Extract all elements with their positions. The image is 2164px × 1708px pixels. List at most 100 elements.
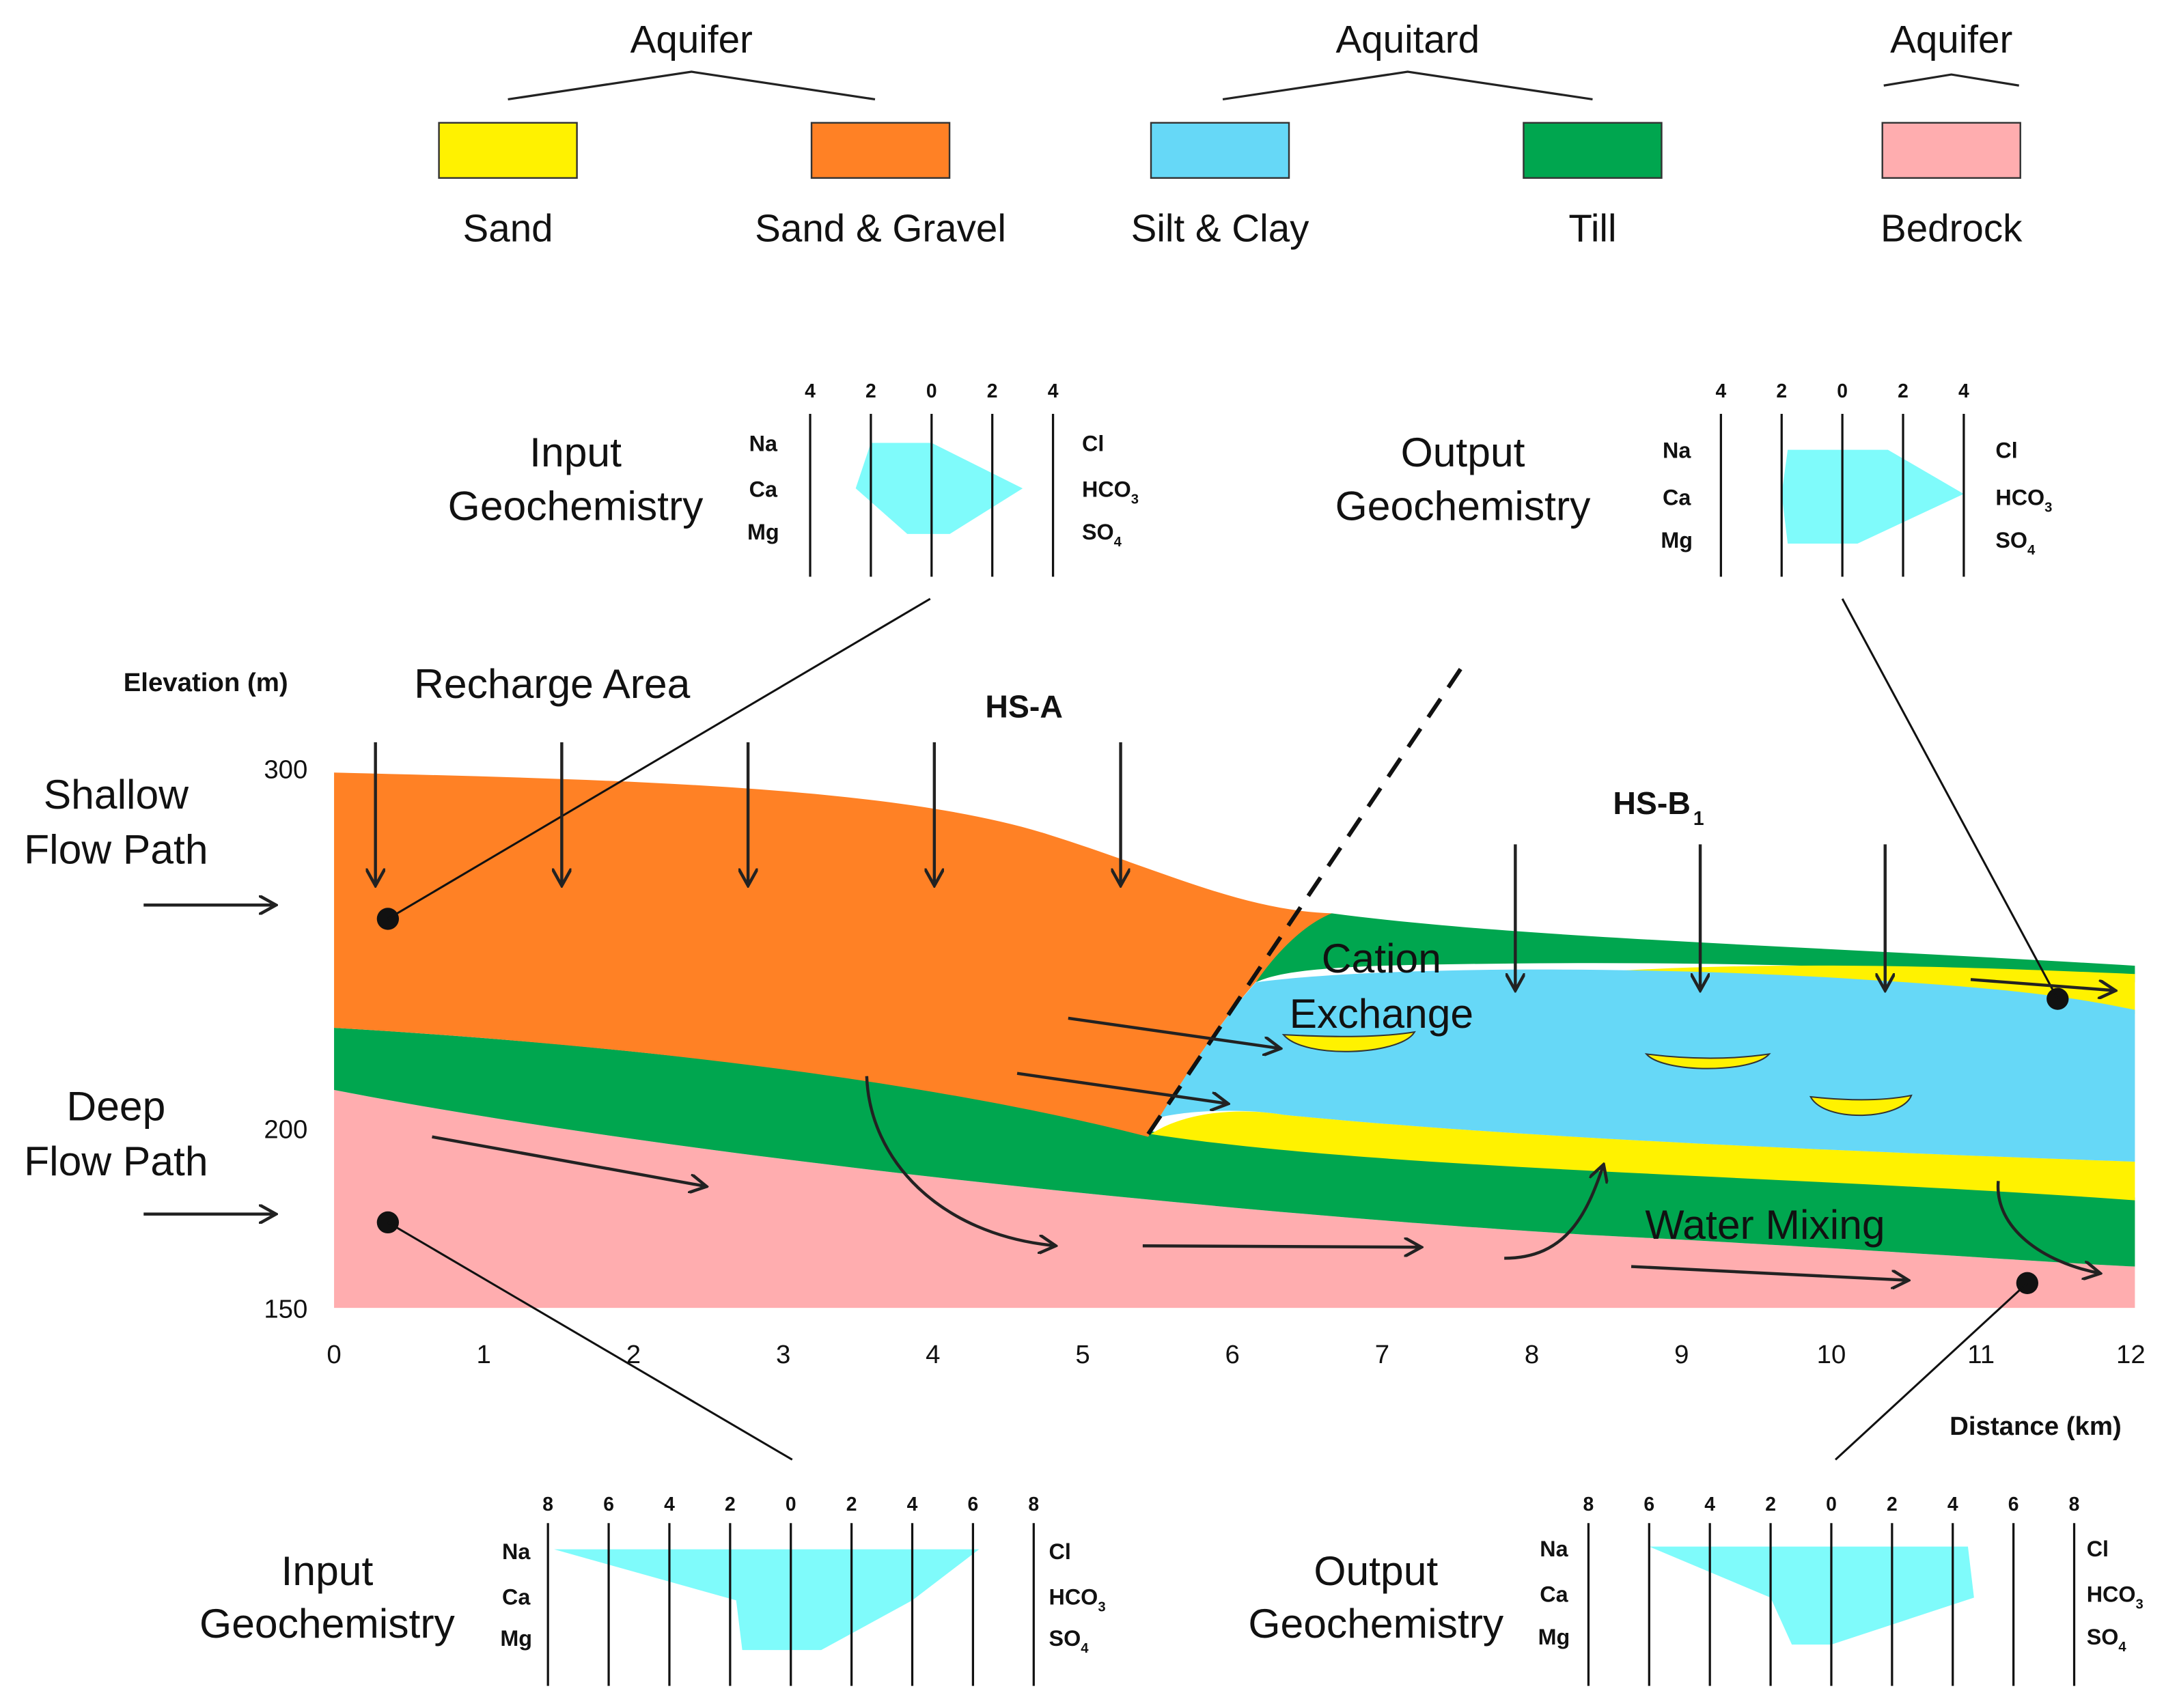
x-tick-label: 11: [1967, 1340, 1995, 1369]
legend-swatch-sand: [438, 122, 578, 179]
ion-label-right: SO4: [1995, 528, 2036, 558]
connector-deep-input: [387, 1221, 793, 1461]
fault-dashed-line: [1146, 658, 1469, 1136]
ion-label-na: Na: [1663, 438, 1691, 463]
curved-flow-arrow: [1996, 1181, 2100, 1273]
ion-label-ca: Ca: [1663, 485, 1691, 509]
stiff-tick-label: 2: [725, 1493, 736, 1515]
legend-group-aquifer-bedrock: Aquifer: [1890, 18, 2012, 61]
connector-shallow-input: [387, 598, 931, 920]
x-tick-label: 4: [926, 1340, 940, 1369]
distance-axis-label: Distance (km): [1950, 1412, 2122, 1441]
ion-label-mg: Mg: [1661, 528, 1693, 552]
stiff-tick-label: 4: [907, 1493, 918, 1515]
stiff-tick-label: 6: [1643, 1493, 1654, 1515]
curved-flow-arrow: [865, 1076, 1056, 1246]
y-tick-150: 150: [264, 1294, 307, 1324]
ion-label-na: Na: [502, 1539, 531, 1564]
legend-label-bedrock: Bedrock: [1881, 207, 2023, 250]
ion-label-right: HCO3: [1995, 485, 2052, 515]
connector-deep-output: [1834, 1282, 2028, 1461]
stiff-tick-label: 4: [805, 380, 816, 402]
stiff-tick-label: 2: [1898, 380, 1909, 402]
ion-label-right: HCO3: [2087, 1582, 2144, 1612]
layer-till-lower: [334, 1028, 2135, 1267]
stiff-title: Input: [529, 429, 622, 475]
flow-arrow: [1016, 1072, 1228, 1104]
ion-label-na: Na: [749, 432, 778, 456]
layer-bedrock: [334, 1089, 2135, 1308]
legend-swatch-bedrock: [1881, 122, 2021, 179]
ion-label-right: SO4: [1082, 520, 1122, 550]
x-tick-label: 10: [1817, 1340, 1846, 1369]
stiff-tick-label: 8: [542, 1493, 553, 1515]
stiff-polygon: [554, 1549, 980, 1651]
x-tick-label: 2: [626, 1340, 641, 1369]
hs-b-subscript: 1: [1693, 807, 1704, 829]
stiff-title: Input: [281, 1548, 374, 1594]
stiff-tick-label: 4: [1958, 380, 1969, 402]
stiff-tick-label: 2: [1765, 1493, 1776, 1515]
ion-label-right: HCO3: [1049, 1584, 1106, 1614]
stiff-title: Output: [1401, 429, 1525, 475]
flow-arrow: [1068, 1016, 1281, 1048]
ion-label-right: HCO3: [1082, 477, 1139, 507]
legend-bracket-aquitard: [1222, 70, 1593, 101]
ion-label-right: SO4: [2087, 1625, 2127, 1655]
legend-label-sand-gravel: Sand & Gravel: [755, 207, 1006, 250]
x-tick-label: 6: [1225, 1340, 1240, 1369]
flow-arrow: [1970, 978, 2116, 990]
stiff-tick-label: 8: [1583, 1493, 1594, 1515]
legend-group-aquifer: Aquifer: [630, 18, 753, 61]
stiff-tick-label: 2: [865, 380, 876, 402]
hs-a-label: HS-A: [985, 689, 1063, 725]
ion-label-mg: Mg: [1538, 1625, 1570, 1649]
legend-bracket-aquifer: [508, 70, 876, 101]
flow-arrow: [432, 1135, 706, 1187]
stiff-title: Geochemistry: [1335, 483, 1591, 529]
stiff-tick-label: 2: [846, 1493, 857, 1515]
ion-label-ca: Ca: [749, 477, 778, 501]
ion-label-right: Cl: [1049, 1539, 1071, 1564]
stiff-polygon: [1649, 1546, 1974, 1645]
elevation-axis-label: Elevation (m): [124, 668, 288, 697]
legend: Aquifer Aquitard Aquifer Sand Sand & Gra…: [438, 18, 2023, 250]
ion-label-right: Cl: [1082, 432, 1104, 456]
stiff-tick-label: 8: [1028, 1493, 1039, 1515]
stiff-tick-label: 0: [1837, 380, 1848, 402]
stiff-tick-label: 4: [1947, 1493, 1958, 1515]
layer-sand-gravel: [334, 772, 1332, 1137]
sample-point-shallow-input: [376, 908, 400, 930]
sand-lens-1: [1281, 1031, 1416, 1052]
ion-label-right: Cl: [1995, 438, 2017, 463]
legend-label-silt-clay: Silt & Clay: [1131, 207, 1310, 250]
legend-label-till: Till: [1568, 207, 1616, 250]
legend-swatch-sand-gravel: [810, 122, 951, 179]
stiff-tick-label: 4: [1048, 380, 1059, 402]
stiff-polygon: [855, 443, 1023, 534]
x-tick-label: 1: [477, 1340, 491, 1369]
legend-swatch-till: [1523, 122, 1663, 179]
stiff-tick-label: 4: [664, 1493, 675, 1515]
legend-group-aquitard: Aquitard: [1335, 18, 1480, 61]
stiff-tick-label: 0: [926, 380, 937, 402]
layer-till-upper: [1256, 913, 2135, 983]
legend-swatch-silt-clay: [1150, 122, 1290, 179]
y-tick-200: 200: [264, 1115, 307, 1145]
sand-lens-2: [1644, 1053, 1771, 1069]
stiff-tick-label: 0: [786, 1493, 796, 1515]
x-tick-label: 7: [1375, 1340, 1389, 1369]
section-labels: Recharge Area HS-A HS-B 1 Shallow Flow P…: [24, 660, 1885, 1248]
cation-exchange-label-line2: Exchange: [1290, 990, 1474, 1037]
deep-flow-label-line2: Flow Path: [24, 1138, 208, 1184]
stiff-title: Geochemistry: [1248, 1600, 1503, 1647]
x-tick-label: 3: [776, 1340, 790, 1369]
ion-label-mg: Mg: [747, 520, 779, 544]
layer-sand-lower: [1151, 1111, 2135, 1201]
ion-label-ca: Ca: [502, 1584, 531, 1609]
